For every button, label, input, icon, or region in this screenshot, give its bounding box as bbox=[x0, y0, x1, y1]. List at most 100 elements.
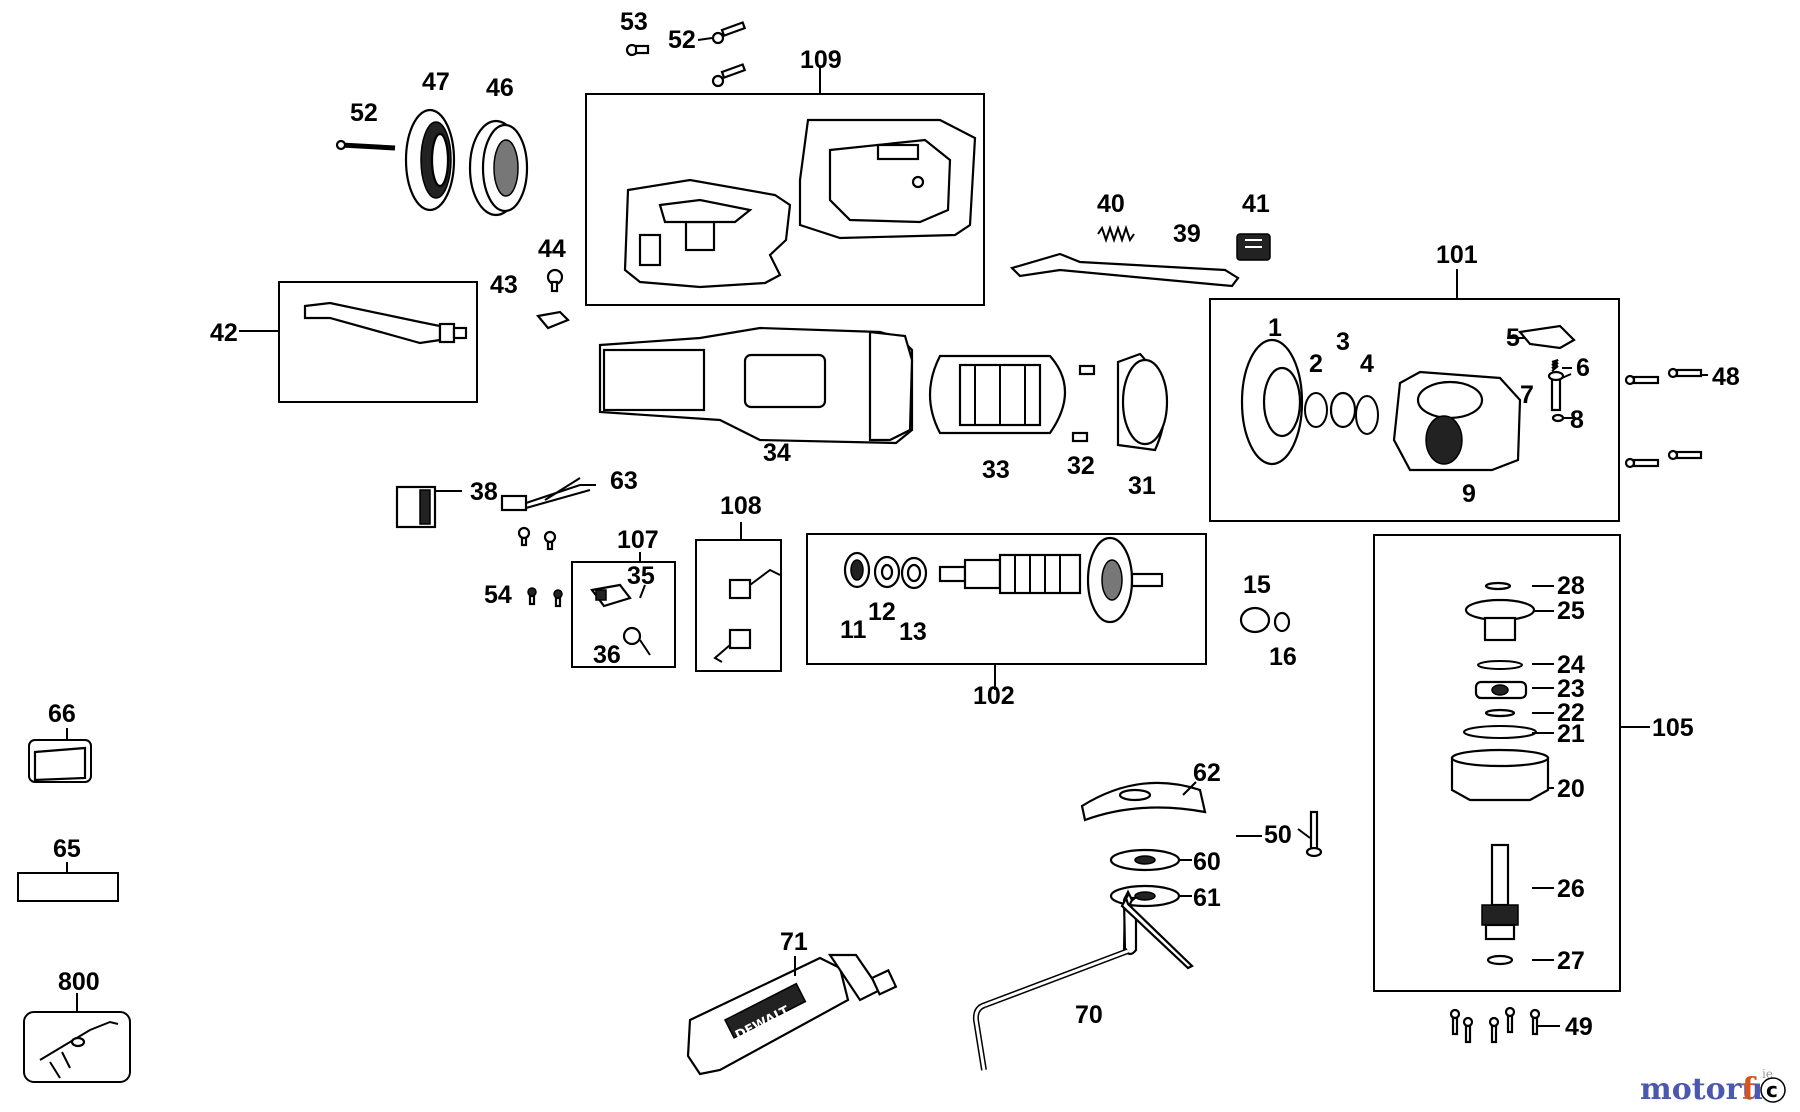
label-50: 50 bbox=[1264, 821, 1292, 849]
part-63-wire-leads bbox=[500, 477, 591, 512]
part-36-brush-spring bbox=[622, 626, 651, 656]
part-3-washer bbox=[1329, 391, 1357, 429]
part-42-cord-protector bbox=[303, 301, 468, 345]
label-27: 27 bbox=[1557, 947, 1585, 975]
part-armature bbox=[938, 536, 1164, 624]
label-5: 5 bbox=[1506, 324, 1520, 352]
part-12-washer bbox=[873, 555, 901, 589]
group-box-66 bbox=[28, 739, 92, 783]
part-109-housing-left bbox=[623, 178, 792, 289]
part-20-bearing-housing bbox=[1450, 748, 1550, 802]
part-39-switch-bar bbox=[1009, 252, 1240, 288]
label-26: 26 bbox=[1557, 875, 1585, 903]
label-11: 11 bbox=[840, 616, 867, 644]
label-6: 6 bbox=[1576, 354, 1590, 382]
watermark-circle-letter: c bbox=[1766, 1078, 1778, 1102]
label-35: 35 bbox=[627, 562, 655, 590]
part-53-screw bbox=[625, 43, 650, 57]
part-38-switch bbox=[395, 485, 437, 529]
part-52-screw-top bbox=[711, 21, 747, 88]
part-31-fan-baffle bbox=[1116, 352, 1169, 452]
label-3: 3 bbox=[1336, 328, 1350, 356]
part-25-flange bbox=[1464, 598, 1536, 642]
label-39: 39 bbox=[1173, 220, 1201, 248]
label-46: 46 bbox=[486, 74, 514, 102]
label-65: 65 bbox=[53, 835, 81, 863]
callout-labels: 53 52 109 52 47 46 40 41 39 44 43 101 42… bbox=[48, 8, 1740, 1041]
label-109: 109 bbox=[800, 46, 842, 74]
label-43: 43 bbox=[490, 271, 518, 299]
part-32-pins bbox=[1071, 364, 1096, 443]
part-61-outer-flange bbox=[1109, 884, 1181, 908]
label-15: 15 bbox=[1243, 571, 1271, 599]
label-53: 53 bbox=[620, 8, 648, 36]
label-70: 70 bbox=[1075, 1001, 1103, 1029]
label-13: 13 bbox=[899, 618, 927, 646]
label-102: 102 bbox=[973, 682, 1015, 710]
label-25: 25 bbox=[1557, 597, 1585, 625]
label-42: 42 bbox=[210, 319, 238, 347]
label-28: 28 bbox=[1557, 572, 1585, 600]
label-38: 38 bbox=[470, 478, 498, 506]
label-44: 44 bbox=[538, 235, 566, 263]
label-108: 108 bbox=[720, 492, 762, 520]
label-62: 62 bbox=[1193, 759, 1221, 787]
label-24: 24 bbox=[1557, 651, 1585, 679]
label-54: 54 bbox=[484, 581, 512, 609]
label-101: 101 bbox=[1436, 241, 1478, 269]
part-44-screw bbox=[546, 268, 564, 293]
part-60-inner-flange bbox=[1109, 848, 1181, 872]
label-22: 22 bbox=[1557, 699, 1585, 727]
group-box-101 bbox=[1209, 298, 1620, 522]
part-2-retaining-ring bbox=[1304, 392, 1328, 428]
label-63: 63 bbox=[610, 467, 638, 495]
label-16: 16 bbox=[1269, 643, 1297, 671]
group-box-102 bbox=[806, 533, 1207, 665]
part-62-wheel-guard bbox=[1080, 781, 1207, 822]
watermark: motoru f c ie bbox=[1640, 1067, 1786, 1107]
label-34: 34 bbox=[763, 439, 791, 467]
label-20: 20 bbox=[1557, 775, 1585, 803]
part-54-screws bbox=[527, 587, 563, 608]
part-11-bearing bbox=[843, 551, 871, 589]
label-32: 32 bbox=[1067, 452, 1095, 480]
part-16-nut bbox=[1273, 611, 1291, 633]
label-40: 40 bbox=[1097, 190, 1125, 218]
label-47: 47 bbox=[422, 68, 450, 96]
part-9-gear-case bbox=[1392, 370, 1522, 472]
group-box-105 bbox=[1373, 534, 1621, 992]
part-71-side-handle: DEWALT bbox=[686, 953, 898, 1076]
label-52: 52 bbox=[668, 26, 696, 54]
label-12: 12 bbox=[868, 598, 896, 626]
group-box-108 bbox=[695, 539, 782, 672]
part-5-lock-button bbox=[1517, 324, 1576, 350]
part-1-bearing-plate bbox=[1240, 338, 1304, 466]
part-28-clip bbox=[1484, 581, 1512, 591]
label-52-rod: 52 bbox=[350, 99, 378, 127]
group-box-42 bbox=[278, 281, 478, 403]
part-26-spindle-gear bbox=[1481, 843, 1519, 941]
label-9: 9 bbox=[1462, 480, 1476, 508]
part-66-label bbox=[33, 746, 87, 782]
label-49: 49 bbox=[1565, 1013, 1593, 1041]
part-47-end-cap bbox=[404, 108, 456, 212]
label-60: 60 bbox=[1193, 848, 1221, 876]
part-15-bearing bbox=[1239, 606, 1271, 634]
part-24-retaining-ring bbox=[1477, 660, 1523, 670]
label-61: 61 bbox=[1193, 884, 1221, 912]
label-21: 21 bbox=[1557, 720, 1585, 748]
label-1: 1 bbox=[1268, 314, 1282, 342]
part-4-o-ring bbox=[1355, 395, 1379, 435]
part-21-o-ring bbox=[1463, 725, 1537, 739]
part-70-hex-key bbox=[972, 889, 1194, 1071]
part-109-housing-right bbox=[798, 118, 977, 240]
part-small-screws bbox=[517, 526, 557, 551]
part-40-spring bbox=[1097, 224, 1135, 244]
label-41: 41 bbox=[1242, 190, 1270, 218]
part-41-slider-button bbox=[1236, 233, 1271, 261]
watermark-text: motoru bbox=[1640, 1072, 1763, 1107]
part-6-spring bbox=[1551, 359, 1559, 372]
watermark-text-accent: f bbox=[1742, 1072, 1757, 1107]
part-23-bearing bbox=[1474, 680, 1528, 700]
